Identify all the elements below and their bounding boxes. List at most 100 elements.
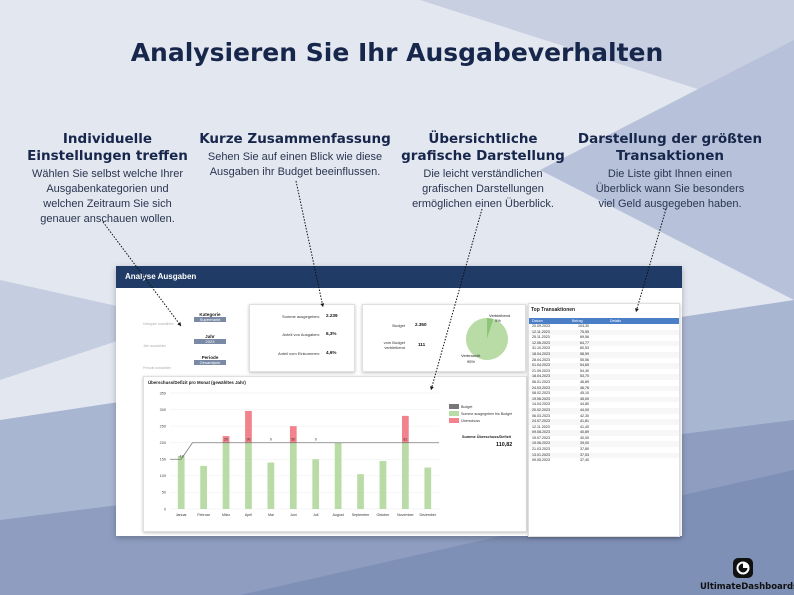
bar-spent (357, 474, 364, 509)
feature-desc-line: Ausgaben ihr Budget beeinflussen. (209, 166, 381, 178)
cell-amount: 58,59 (580, 351, 589, 356)
legend-label: Überschuss (461, 418, 480, 423)
y-tick-label: 50 (162, 491, 166, 495)
cell-amount: 104,30 (578, 324, 589, 328)
pie-label-used: Verbraucht (461, 353, 481, 358)
y-tick-label: 0 (164, 507, 166, 511)
slicer-period[interactable]: Periode Gesamtjahr (194, 355, 226, 365)
bar-spent (177, 455, 185, 509)
bar-spent (222, 442, 230, 509)
pie-label-rest-pct: 5% (495, 318, 501, 323)
legend-swatch (449, 404, 459, 409)
y-tick-label: 250 (160, 424, 166, 428)
remaining-label-line: verbleibend (384, 345, 405, 350)
feature-desc-line: Die leicht verständlichen (423, 168, 543, 180)
cell-date: 20.02.2023 (532, 407, 550, 412)
slicer-value[interactable]: Supermarkt (194, 317, 226, 322)
slicer-value[interactable]: Gesamtjahr (194, 360, 226, 365)
cell-date: 09.05.2023 (532, 458, 550, 463)
slicer-value[interactable]: 2023 (194, 339, 226, 344)
filter-label-year: Jahr auswählen (143, 344, 167, 348)
summary-label: Anteil von Ausgaben: (282, 332, 320, 337)
cell-amount: 46,76 (580, 385, 589, 390)
bar-surplus (245, 410, 252, 443)
cell-amount: 39,00 (580, 441, 589, 446)
legend-label: Summe ausgegeben bis Budget (461, 411, 513, 416)
column-header-amount: Betrag (572, 319, 583, 323)
cell-date: 12.11.2023 (532, 329, 550, 334)
chart-panel-title: Überschuss/Defizit pro Monat (gewähltes … (148, 380, 246, 385)
cell-amount: 53,70 (580, 374, 589, 379)
filter-label-category: Kategorie auswählen (143, 322, 174, 326)
feature-desc-line: Sehen Sie auf einen Blick wie diese (207, 151, 383, 163)
budget-pie: Verbleibend 5% Verbraucht 95% (461, 313, 510, 364)
cell-date: 19.06.2023 (532, 396, 550, 401)
cell-date: 19.07.2023 (532, 435, 550, 440)
feature-title-line: Übersichtliche (428, 131, 538, 147)
feature-title-line: Darstellung der größten (577, 131, 763, 147)
bar-spent (289, 442, 297, 509)
x-tick-label: Juni (290, 513, 297, 517)
bar-spent (402, 442, 409, 509)
summary-label: Summe ausgegeben: (281, 314, 320, 319)
bar-surplus (289, 426, 297, 443)
feature-desc-line: Überblick wann Sie besonders (595, 183, 745, 195)
legend-item: Überschuss (449, 417, 524, 424)
pie-label-rest: Verbleibend (489, 313, 510, 318)
budget-line (170, 442, 439, 460)
top-transactions-header: Datum Betrag Details (529, 318, 679, 324)
legend-swatch (449, 411, 459, 416)
cell-date: 28.04.2023 (532, 357, 550, 362)
cell-amount: 37,80 (580, 447, 589, 452)
summary-card: Summe ausgegeben: 2.239 Anteil von Ausga… (249, 304, 355, 372)
x-tick-label: Mai (268, 513, 274, 517)
cell-amount: 40,89 (580, 430, 589, 435)
chart-legend: Budget Summe ausgegeben bis Budget Übers… (449, 403, 524, 424)
cell-date: 19.06.2023 (532, 441, 550, 446)
cell-date: 24.07.2023 (532, 419, 550, 424)
cell-date: 20.09.2023 (532, 324, 550, 328)
cell-date: 18.04.2023 (532, 374, 550, 379)
legend-label: Budget (461, 404, 473, 409)
feature-title-line: Individuelle (62, 131, 153, 147)
y-tick-label: 300 (160, 408, 166, 412)
slicer-title: Jahr (205, 334, 215, 339)
summary-value: 6,3% (326, 331, 337, 336)
total-value: 110,82 (496, 442, 513, 448)
bar-data-label: 0 (315, 438, 317, 442)
bar-spent (200, 465, 207, 509)
slicer-year[interactable]: Jahr 2023 (194, 334, 226, 344)
cell-date: 12.06.2023 (532, 340, 550, 345)
table-row: 20.09.2023 104,30 (529, 324, 679, 330)
y-tick-label: 200 (160, 441, 166, 445)
cell-amount: 55,56 (580, 357, 589, 362)
bar-spent (267, 462, 275, 509)
cell-date: 31.10.2023 (532, 346, 550, 351)
cell-date: 12.11.2023 (532, 424, 550, 429)
slicer-category[interactable]: Kategorie Supermarkt (194, 312, 226, 322)
feature-summary: Kurze Zusammenfassung Sehen Sie auf eine… (195, 131, 395, 180)
slicer-title: Periode (201, 355, 219, 360)
legend-item: Summe ausgegeben bis Budget (449, 410, 524, 417)
top-transactions-panel: Top Transaktionen Datum Betrag Details 2… (528, 303, 680, 537)
x-tick-label: März (222, 513, 230, 517)
dashboard-title: Analyse Ausgaben (116, 266, 682, 288)
cell-date: 14.04.2023 (532, 402, 550, 407)
feature-desc-line: viel Geld ausgegeben haben. (598, 198, 742, 210)
pie-label-used-pct: 95% (467, 359, 475, 364)
feature-desc-line: genauer anschauen wollen. (40, 213, 175, 225)
cell-date: 21.09.2023 (532, 368, 550, 373)
